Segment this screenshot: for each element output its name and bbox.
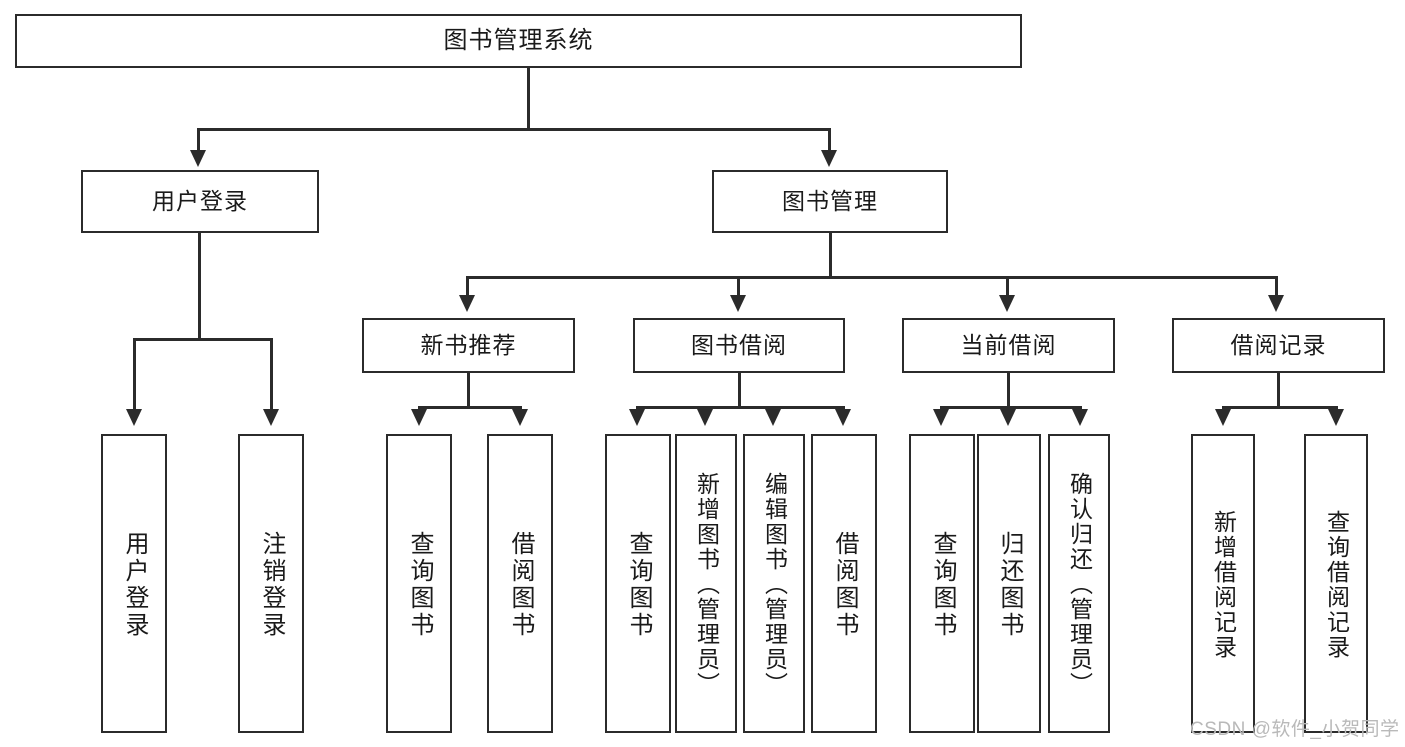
leaf-query-book-new-recommend[interactable]: 查询图书 xyxy=(386,434,452,733)
arrowhead-current-borrow xyxy=(999,295,1015,312)
node-label: 归还图书 xyxy=(996,530,1023,639)
leaf-confirm-return-admin[interactable]: 确认归还（管理员） xyxy=(1048,434,1110,733)
node-borrow-record[interactable]: 借阅记录 xyxy=(1172,318,1385,373)
node-label: 用户登录 xyxy=(152,188,248,215)
node-label: 新增借阅记录 xyxy=(1210,509,1237,660)
connector-book-management-stem xyxy=(829,233,832,278)
connector-drop-leaf-user-login xyxy=(133,338,136,412)
connector-root-stem xyxy=(527,68,530,130)
leaf-borrow-book-new-recommend[interactable]: 借阅图书 xyxy=(487,434,553,733)
connector-book-borrow-stem xyxy=(738,373,741,408)
node-label: 查询图书 xyxy=(625,530,652,639)
arrowhead-new-book-recommend xyxy=(459,295,475,312)
leaf-return-book[interactable]: 归还图书 xyxy=(977,434,1041,733)
arrowhead-return-book-cb xyxy=(1000,409,1016,426)
node-label: 借阅图书 xyxy=(831,530,858,639)
node-user-login[interactable]: 用户登录 xyxy=(81,170,319,233)
arrowhead-edit-book-bb xyxy=(765,409,781,426)
leaf-query-book-current[interactable]: 查询图书 xyxy=(909,434,975,733)
arrowhead-query-book-bb xyxy=(629,409,645,426)
arrowhead-borrow-book-bb xyxy=(835,409,851,426)
leaf-borrow-book[interactable]: 借阅图书 xyxy=(811,434,877,733)
arrowhead-leaf-logout xyxy=(263,409,279,426)
connector-level2-bus xyxy=(466,276,1278,279)
node-label: 借阅记录 xyxy=(1230,332,1327,359)
connector-current-borrow-bus xyxy=(940,406,1082,409)
node-label: 查询图书 xyxy=(929,530,956,639)
node-label: 编辑图书（管理员） xyxy=(761,472,788,697)
leaf-logout[interactable]: 注销登录 xyxy=(238,434,304,733)
arrowhead-book-management xyxy=(821,150,837,167)
arrowhead-user-login xyxy=(190,150,206,167)
leaf-user-login[interactable]: 用户登录 xyxy=(101,434,167,733)
node-label: 查询图书 xyxy=(406,530,433,639)
connector-level1-bus xyxy=(197,128,831,131)
connector-user-login-stem xyxy=(198,233,201,340)
node-label: 新增图书（管理员） xyxy=(693,472,720,697)
connector-borrow-record-bus xyxy=(1222,406,1338,409)
node-label: 注销登录 xyxy=(258,530,285,639)
node-label: 图书管理 xyxy=(782,188,878,215)
connector-drop-user-login xyxy=(197,128,200,153)
arrowhead-borrow-book-nb xyxy=(512,409,528,426)
node-label: 借阅图书 xyxy=(507,530,534,639)
arrowhead-query-book-cb xyxy=(933,409,949,426)
leaf-add-book-admin[interactable]: 新增图书（管理员） xyxy=(675,434,737,733)
connector-drop-borrow-record xyxy=(1275,276,1278,298)
node-label: 图书借阅 xyxy=(691,332,787,359)
connector-user-login-bus xyxy=(133,338,273,341)
arrowhead-add-book-bb xyxy=(697,409,713,426)
connector-borrow-record-stem xyxy=(1277,373,1280,408)
connector-new-book-recommend-bus xyxy=(418,406,522,409)
leaf-query-borrow-record[interactable]: 查询借阅记录 xyxy=(1304,434,1368,733)
connector-drop-book-borrow xyxy=(737,276,740,298)
node-label: 用户登录 xyxy=(121,530,148,639)
connector-drop-leaf-logout xyxy=(270,338,273,412)
leaf-add-borrow-record[interactable]: 新增借阅记录 xyxy=(1191,434,1255,733)
node-label: 新书推荐 xyxy=(420,332,517,359)
node-label: 查询借阅记录 xyxy=(1323,509,1350,660)
node-label: 确认归还（管理员） xyxy=(1066,472,1093,697)
connector-new-book-recommend-stem xyxy=(467,373,470,408)
watermark-csdn: CSDN @软件_小贺同学 xyxy=(1190,719,1400,740)
connector-drop-book-management xyxy=(828,128,831,153)
leaf-query-book-borrow[interactable]: 查询图书 xyxy=(605,434,671,733)
arrowhead-query-book-nb xyxy=(411,409,427,426)
leaf-edit-book-admin[interactable]: 编辑图书（管理员） xyxy=(743,434,805,733)
node-new-book-recommend[interactable]: 新书推荐 xyxy=(362,318,575,373)
node-book-management[interactable]: 图书管理 xyxy=(712,170,948,233)
connector-drop-current-borrow xyxy=(1006,276,1009,298)
node-root-book-management-system[interactable]: 图书管理系统 xyxy=(15,14,1022,68)
node-book-borrow[interactable]: 图书借阅 xyxy=(633,318,845,373)
node-label: 图书管理系统 xyxy=(443,27,594,55)
arrowhead-add-record-br xyxy=(1215,409,1231,426)
arrowhead-query-record-br xyxy=(1328,409,1344,426)
connector-book-borrow-bus xyxy=(636,406,845,409)
node-label: 当前借阅 xyxy=(960,332,1057,359)
arrowhead-book-borrow xyxy=(730,295,746,312)
connector-current-borrow-stem xyxy=(1007,373,1010,408)
connector-drop-new-book-recommend xyxy=(466,276,469,298)
arrowhead-leaf-user-login xyxy=(126,409,142,426)
arrowhead-borrow-record xyxy=(1268,295,1284,312)
node-current-borrow[interactable]: 当前借阅 xyxy=(902,318,1115,373)
arrowhead-confirm-return-cb xyxy=(1072,409,1088,426)
